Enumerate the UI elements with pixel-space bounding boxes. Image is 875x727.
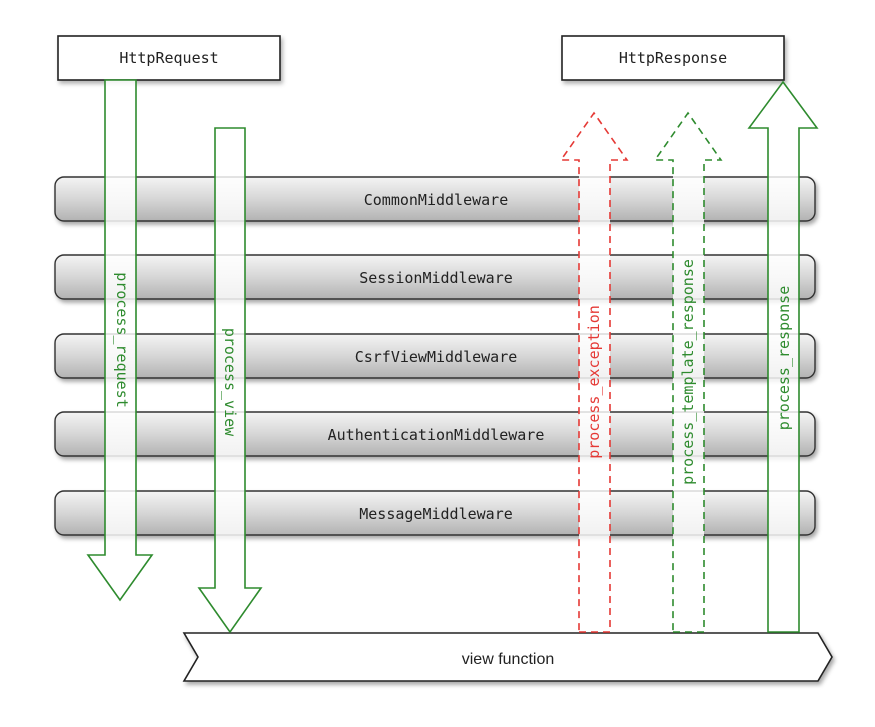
middleware-label-message: MessageMiddleware (359, 505, 513, 523)
middleware-label-session: SessionMiddleware (359, 269, 513, 287)
process-response-label: process_response (775, 286, 793, 431)
process-template-response-arrow: process_template_response (653, 111, 723, 633)
process-request-label: process_request (113, 272, 131, 407)
http-request-label: HttpRequest (119, 49, 218, 67)
middleware-label-csrf: CsrfViewMiddleware (355, 348, 518, 366)
process-view-label: process_view (221, 328, 239, 437)
process-response-arrow: process_response (747, 80, 819, 633)
http-response-label: HttpResponse (619, 49, 727, 67)
process-request-arrow: process_request (86, 79, 154, 602)
process-view-arrow: process_view (197, 127, 263, 634)
process-exception-arrow: process_exception (559, 111, 629, 633)
http-request-box: HttpRequest (57, 35, 281, 81)
process-exception-label: process_exception (585, 305, 603, 459)
middleware-label-common: CommonMiddleware (364, 191, 509, 209)
process-template-response-label: process_template_response (679, 259, 697, 485)
view-function-label: view function (462, 651, 555, 668)
view-function-banner: view function (182, 632, 833, 682)
http-response-box: HttpResponse (561, 35, 785, 81)
middleware-label-authentication: AuthenticationMiddleware (328, 426, 545, 444)
